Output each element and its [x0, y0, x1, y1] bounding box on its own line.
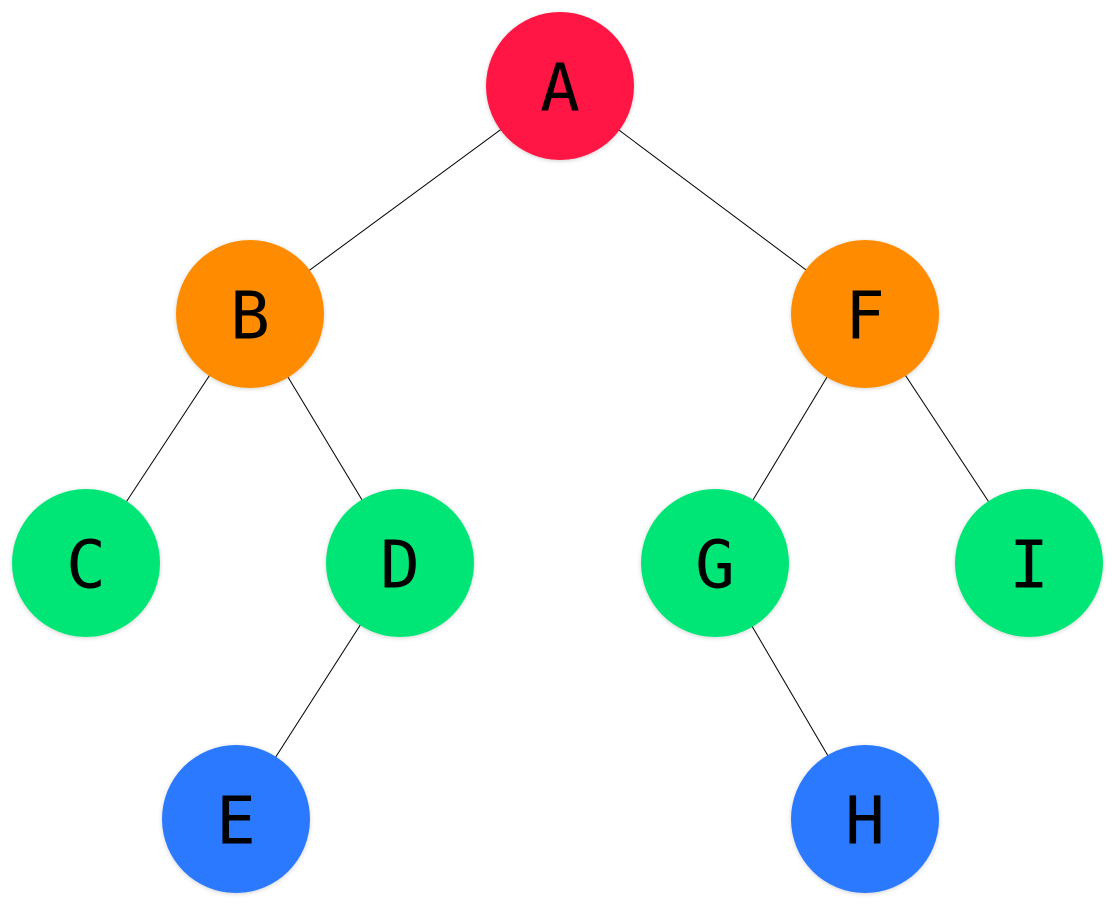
node-label: B: [230, 278, 270, 355]
node-label: C: [66, 527, 106, 604]
node-label: E: [216, 783, 256, 860]
node-g: G: [641, 489, 789, 637]
node-circle: [162, 745, 310, 893]
node-d: D: [326, 489, 474, 637]
node-f: F: [791, 240, 939, 388]
node-label: F: [845, 278, 885, 355]
node-label: G: [695, 527, 735, 604]
node-circle: [326, 489, 474, 637]
node-circle: [176, 240, 324, 388]
node-label: A: [540, 50, 580, 127]
node-c: C: [12, 489, 160, 637]
node-label: D: [380, 527, 420, 604]
edges-layer: [85, 85, 1030, 820]
node-circle: [641, 489, 789, 637]
node-label: I: [1009, 527, 1049, 604]
node-a: A: [486, 12, 634, 160]
node-i: I: [955, 489, 1103, 637]
node-circle: [955, 489, 1103, 637]
node-circle: [486, 12, 634, 160]
node-e: E: [162, 745, 310, 893]
nodes-layer: A B F C D G I E H: [12, 12, 1103, 893]
node-h: H: [791, 745, 939, 893]
node-circle: [791, 240, 939, 388]
node-b: B: [176, 240, 324, 388]
node-circle: [791, 745, 939, 893]
node-label: H: [845, 783, 885, 860]
node-circle: [12, 489, 160, 637]
